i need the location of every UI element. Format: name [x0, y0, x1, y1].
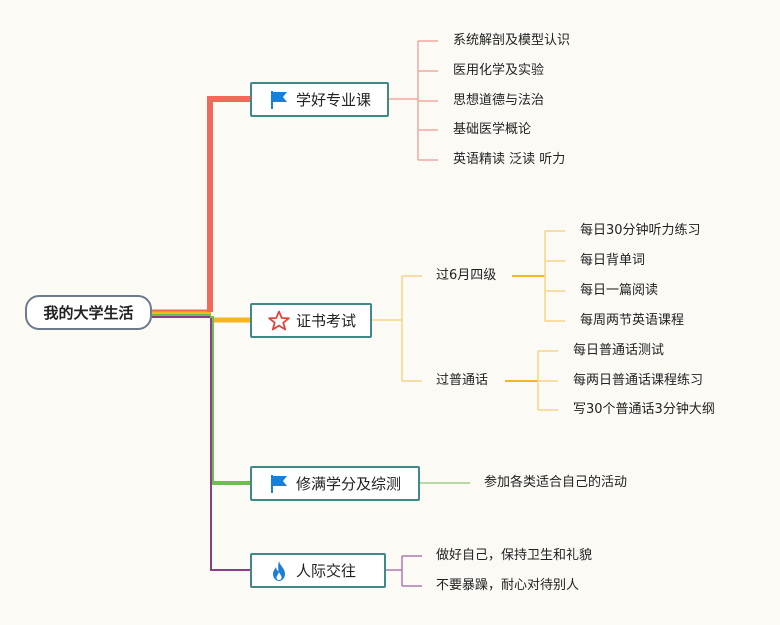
branch-3-connector	[210, 316, 250, 485]
list-item[interactable]: 每两日普通话课程练习	[573, 373, 704, 388]
list-item[interactable]: 每日一篇阅读	[580, 283, 659, 298]
list-item[interactable]: 思想道德与法治	[453, 93, 545, 108]
list-item[interactable]: 每周两节英语课程	[580, 313, 685, 328]
branch-node-credits[interactable]: 修满学分及综测	[250, 466, 420, 501]
branch-label: 证书考试	[296, 312, 357, 330]
flag-icon	[268, 89, 290, 111]
list-item[interactable]: 医用化学及实验	[453, 63, 545, 78]
list-item[interactable]: 不要暴躁，耐心对待别人	[436, 578, 580, 593]
fire-icon	[268, 560, 290, 582]
star-icon	[268, 310, 290, 332]
branch-4-leaf-connectors	[386, 555, 422, 587]
branch-1-leaf-connectors	[389, 40, 438, 161]
flag-icon	[268, 473, 290, 495]
branch-4-connector	[210, 318, 250, 571]
list-item[interactable]: 每日普通话测试	[573, 343, 665, 358]
list-item[interactable]: 每日30分钟听力练习	[580, 223, 701, 238]
branch-label: 学好专业课	[296, 91, 372, 109]
root-node[interactable]: 我的大学生活	[25, 295, 152, 330]
list-item[interactable]: 每日背单词	[580, 253, 646, 268]
list-item[interactable]: 英语精读 泛读 听力	[453, 152, 566, 167]
branch-1-connector	[207, 96, 250, 312]
sub-topic[interactable]: 过6月四级	[436, 268, 497, 283]
sub-1-leaf-connectors	[544, 230, 565, 322]
sub-2-leaf-connectors	[537, 350, 558, 411]
branch-node-social[interactable]: 人际交往	[250, 553, 386, 588]
branch-2-sub-connectors	[372, 275, 422, 382]
list-item[interactable]: 参加各类适合自己的活动	[484, 475, 628, 490]
branch-label: 修满学分及综测	[296, 475, 402, 493]
list-item[interactable]: 写30个普通话3分钟大纲	[573, 402, 715, 417]
list-item[interactable]: 做好自己，保持卫生和礼貌	[436, 548, 593, 563]
branch-node-courses[interactable]: 学好专业课	[250, 82, 389, 117]
list-item[interactable]: 系统解剖及模型认识	[453, 33, 571, 48]
root-label: 我的大学生活	[43, 304, 134, 322]
sub-topic[interactable]: 过普通话	[436, 373, 489, 388]
list-item[interactable]: 基础医学概论	[453, 122, 532, 137]
branch-label: 人际交往	[296, 562, 357, 580]
branch-node-certificates[interactable]: 证书考试	[250, 303, 372, 338]
